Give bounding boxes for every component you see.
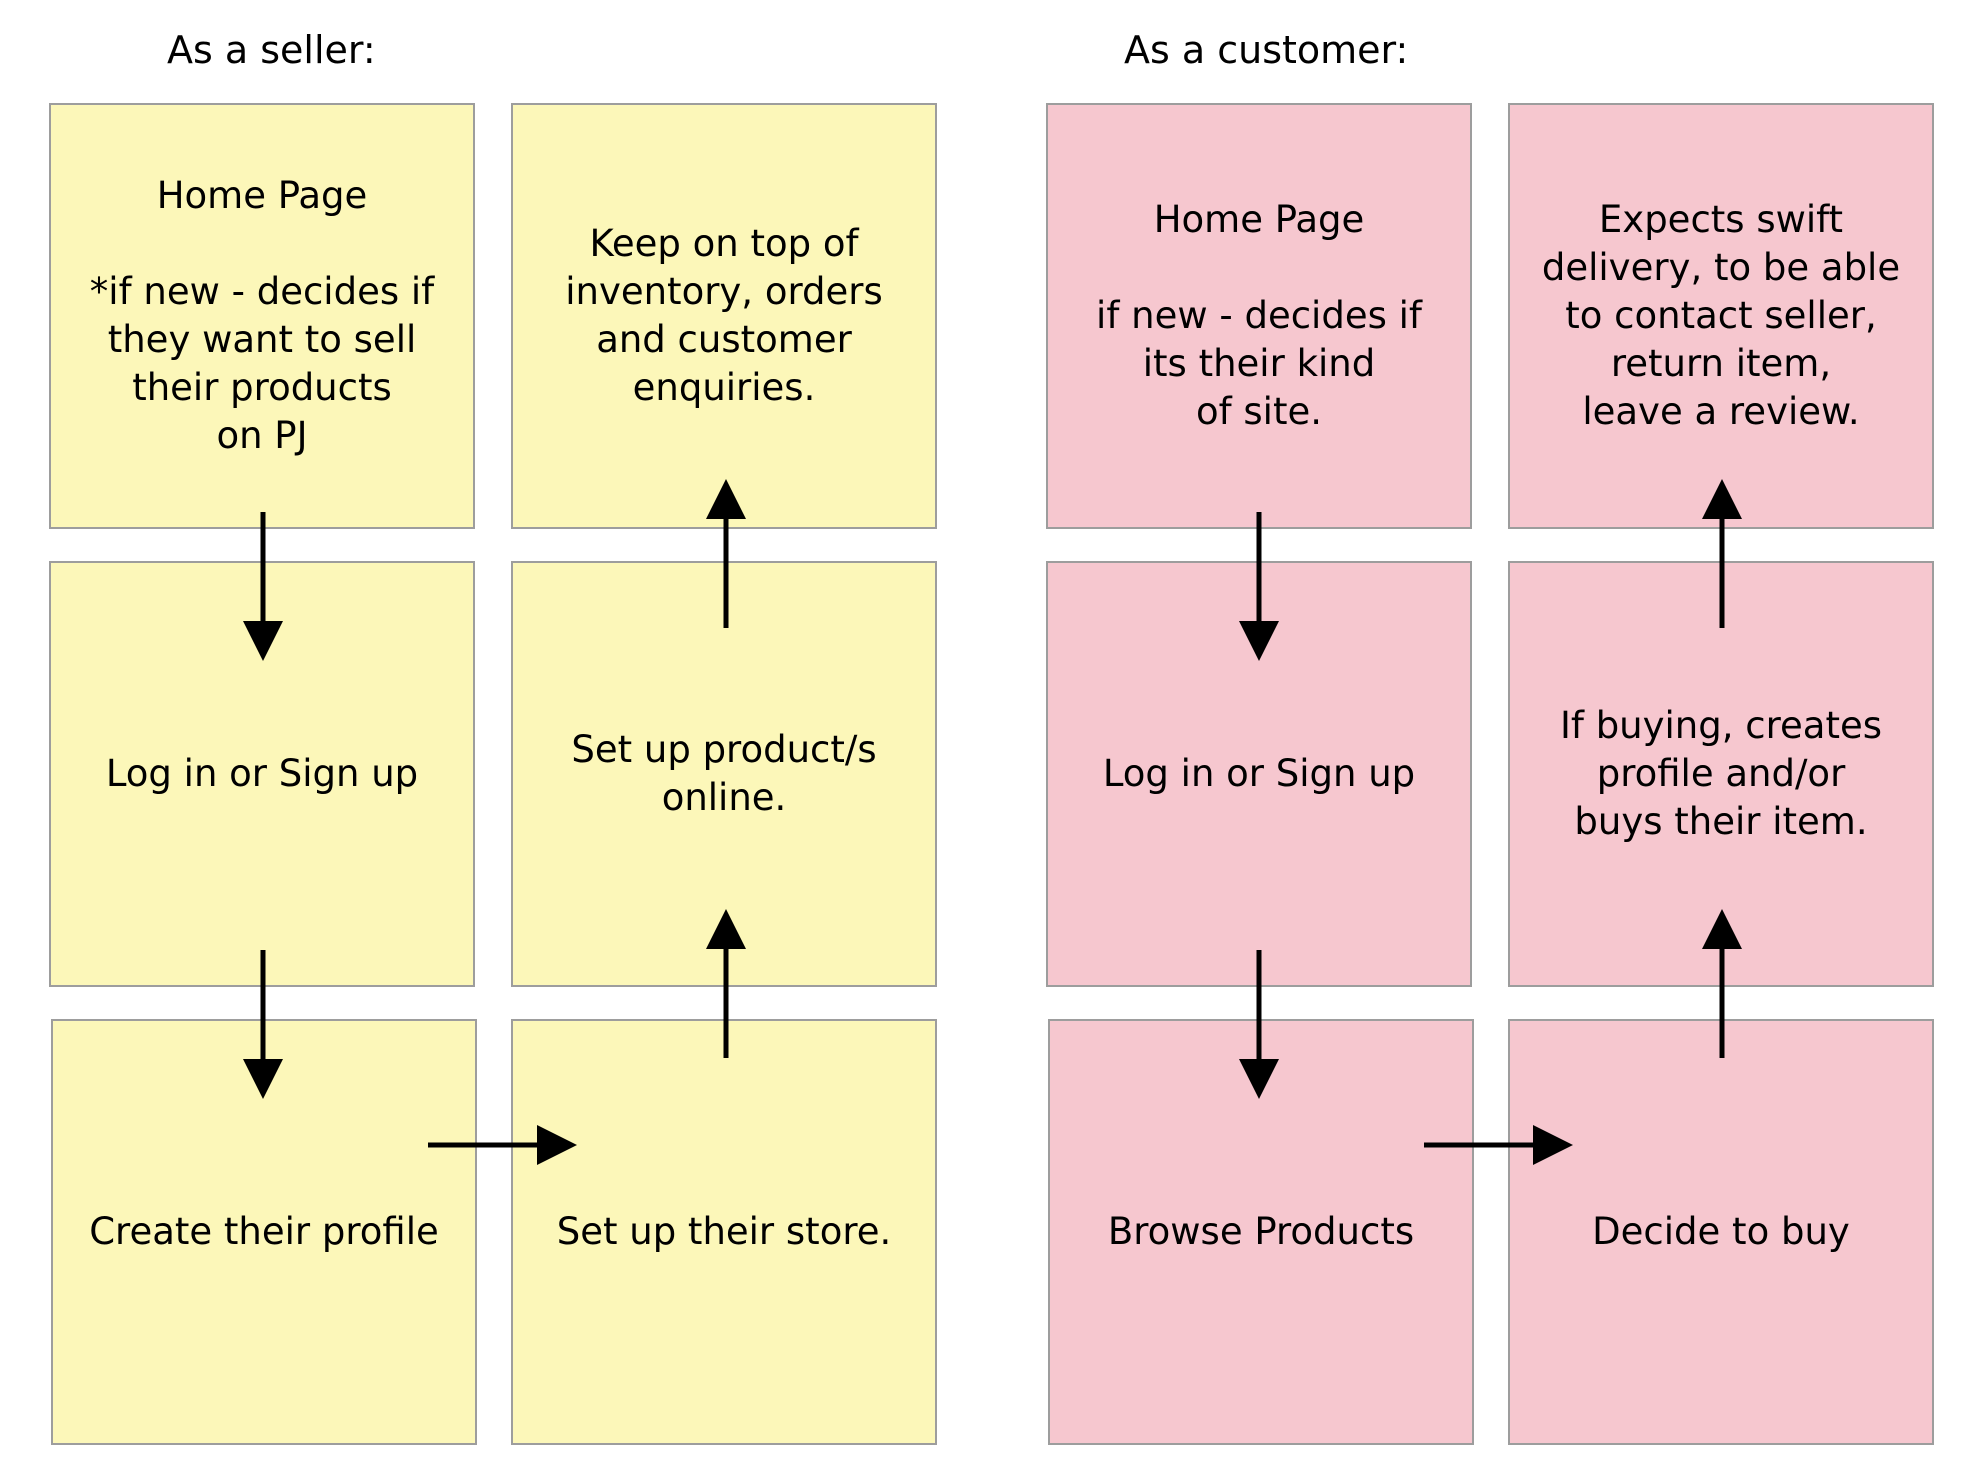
seller-note-set-up-products-text: Set up product/s online. <box>571 728 877 819</box>
customer-note-home-page-text: Home Page if new - decides if its their … <box>1096 198 1422 433</box>
seller-note-home-page: Home Page *if new - decides if they want… <box>49 103 475 529</box>
seller-note-keep-on-top-text: Keep on top of inventory, orders and cus… <box>565 222 883 409</box>
seller-note-keep-on-top: Keep on top of inventory, orders and cus… <box>511 103 937 529</box>
seller-note-home-page-text: Home Page *if new - decides if they want… <box>89 174 435 457</box>
customer-note-decide-to-buy: Decide to buy <box>1508 1019 1934 1445</box>
seller-note-set-up-store: Set up their store. <box>511 1019 937 1445</box>
customer-note-decide-to-buy-text: Decide to buy <box>1592 1210 1850 1253</box>
customer-note-creates-profile-text: If buying, creates profile and/or buys t… <box>1560 704 1882 843</box>
customer-note-browse-products-text: Browse Products <box>1107 1210 1415 1253</box>
seller-note-log-in-text: Log in or Sign up <box>105 752 419 795</box>
customer-note-log-in: Log in or Sign up <box>1046 561 1472 987</box>
customer-note-creates-profile: If buying, creates profile and/or buys t… <box>1508 561 1934 987</box>
customer-note-home-page: Home Page if new - decides if its their … <box>1046 103 1472 529</box>
seller-note-create-profile-text: Create their profile <box>89 1210 439 1253</box>
seller-note-log-in: Log in or Sign up <box>49 561 475 987</box>
customer-note-log-in-text: Log in or Sign up <box>1102 752 1416 795</box>
customer-heading: As a customer: <box>1124 28 1409 72</box>
seller-note-create-profile: Create their profile <box>51 1019 477 1445</box>
seller-note-set-up-store-text: Set up their store. <box>556 1210 892 1253</box>
customer-note-expects-delivery-text: Expects swift delivery, to be able to co… <box>1541 198 1901 433</box>
customer-note-browse-products: Browse Products <box>1048 1019 1474 1445</box>
seller-heading: As a seller: <box>167 28 376 72</box>
seller-note-set-up-products: Set up product/s online. <box>511 561 937 987</box>
customer-note-expects-delivery: Expects swift delivery, to be able to co… <box>1508 103 1934 529</box>
